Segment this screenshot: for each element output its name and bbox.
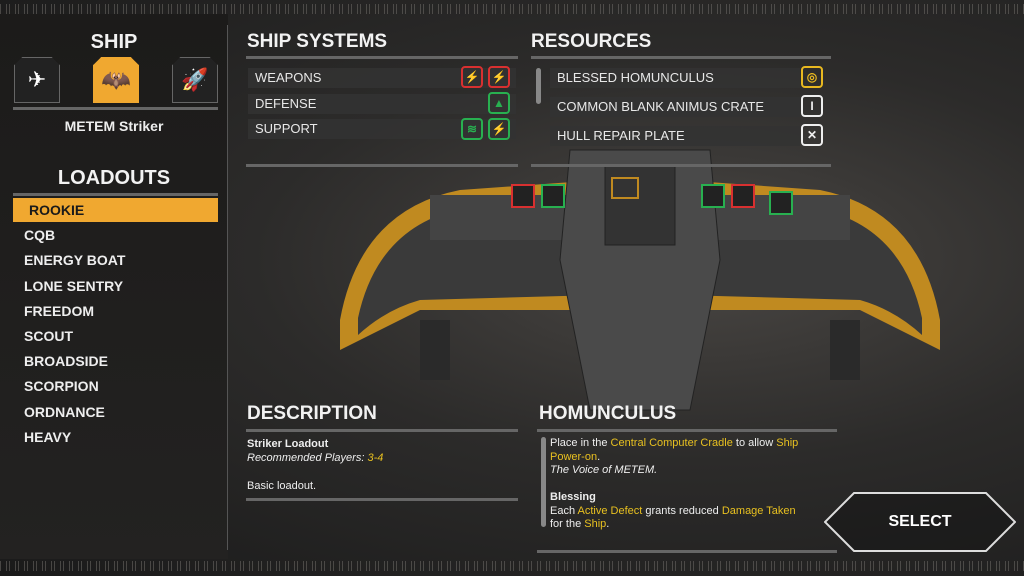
divider [537,550,837,553]
select-button-frame [823,492,1017,552]
resource-item[interactable]: BLESSED HOMUNCULUS [550,68,800,88]
ship-name: METEM Striker [64,118,164,134]
select-label: SELECT [888,513,952,530]
resource-item[interactable]: COMMON BLANK ANIMUS CRATE [550,97,800,117]
ship-icon: ✈ [27,67,47,92]
loadout-item-energy-boat[interactable]: ENERGY BOAT [24,252,126,269]
loadout-description: Basic loadout. [247,480,317,492]
divider [13,107,218,110]
divider [13,193,218,196]
system-row-support[interactable]: SUPPORT [248,119,516,139]
resource-label: HULL REPAIR PLATE [557,128,685,143]
resource-label: COMMON BLANK ANIMUS CRATE [557,99,765,114]
ship-option-right[interactable]: 🚀 [172,57,218,103]
ship-option-left[interactable]: ✈ [14,57,60,103]
ship-preview [340,149,940,411]
loadout-name: Striker Loadout [247,438,329,450]
loadouts-title: LOADOUTS [57,167,171,189]
loadout-item-lone-sentry[interactable]: LONE SENTRY [24,277,124,294]
support-icon[interactable]: ≋ [461,118,483,140]
loadout-item-freedom[interactable]: FREEDOM [24,302,94,319]
system-label: WEAPONS [255,70,322,85]
loadout-item-heavy[interactable]: HEAVY [24,428,72,445]
divider [246,498,518,501]
divider [246,429,518,432]
loadout-item-cqb[interactable]: CQB [24,227,56,244]
divider [537,429,837,432]
homunculus-text: Place in the Central Computer Cradle to … [550,437,799,530]
divider [246,164,518,167]
homunculus-scrollbar[interactable] [541,437,546,527]
shield-icon[interactable]: ▲ [488,92,510,114]
weapon-icon[interactable]: ⚡ [461,66,483,88]
weapon-icon[interactable]: ⚡ [488,66,510,88]
left-panel [0,14,228,559]
divider [531,56,831,59]
bottom-border [0,561,1024,571]
crate-icon: I [801,95,823,117]
divider [246,56,518,59]
description-title: DESCRIPTION [247,403,377,424]
homunculus-icon: ◎ [801,66,823,88]
resource-label: BLESSED HOMUNCULUS [557,70,714,85]
ship-icon: 🚀 [181,67,209,92]
recommended-players: Recommended Players: 3-4 [247,452,384,464]
ship-icon: 🦇 [101,66,131,94]
homunculus-title: HOMUNCULUS [539,403,677,424]
divider [227,25,228,550]
system-row-weapons[interactable]: WEAPONS [248,68,516,88]
system-label: DEFENSE [255,96,317,111]
loadout-item-scorpion[interactable]: SCORPION [24,378,99,395]
loadout-item-broadside[interactable]: BROADSIDE [24,353,109,370]
top-border [0,4,1024,14]
ship-option-metem-striker[interactable]: 🦇 [93,57,139,103]
loadout-item-rookie[interactable]: ROOKIE [13,198,218,222]
resources-title: RESOURCES [531,31,652,52]
repair-icon: ✕ [801,124,823,146]
loadout-item-ordnance[interactable]: ORDNANCE [24,403,105,420]
ship-title: SHIP [90,31,138,53]
select-button[interactable]: SELECT [823,492,1017,552]
system-label: SUPPORT [255,121,318,136]
divider [531,164,831,167]
support-icon[interactable]: ⚡ [488,118,510,140]
resources-scrollbar[interactable] [536,68,541,104]
resource-item[interactable]: HULL REPAIR PLATE [550,126,800,146]
ship-systems-title: SHIP SYSTEMS [247,31,388,52]
system-row-defense[interactable]: DEFENSE [248,94,516,114]
loadout-item-scout[interactable]: SCOUT [24,328,73,344]
